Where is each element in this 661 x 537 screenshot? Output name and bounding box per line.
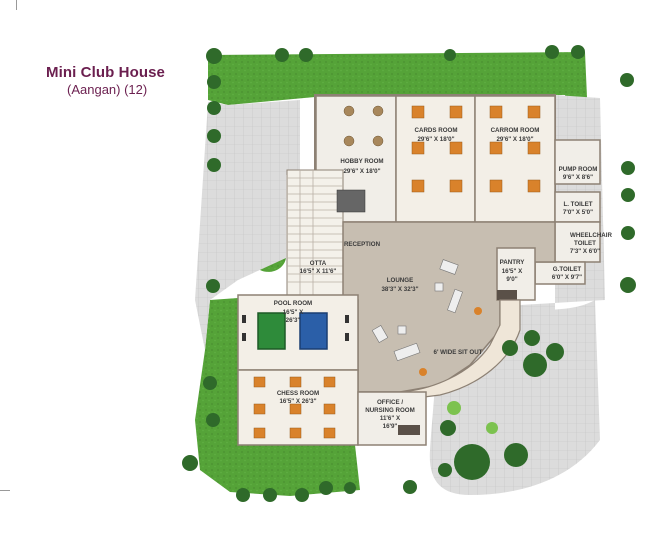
office-label-2: NURSING ROOM xyxy=(365,407,415,414)
otta xyxy=(286,169,344,296)
office-label: OFFICE / xyxy=(377,399,403,406)
plan-subtitle: (Aangan) (12) xyxy=(67,82,148,97)
office-nursing-room xyxy=(357,391,427,446)
plan-title: Mini Club House xyxy=(46,64,165,81)
otta-steps xyxy=(287,170,343,295)
pump-room-size: 9'6" X 8'6" xyxy=(563,174,593,181)
carrom-room-label: CARROM ROOM xyxy=(491,127,540,134)
pantry-label: PANTRY xyxy=(500,259,526,266)
office-size: 11'6" X xyxy=(380,415,401,422)
lounge-table xyxy=(474,307,482,315)
g-toilet-size: 6'0" X 9'7" xyxy=(552,274,582,281)
otta-label: OTTA xyxy=(310,260,327,267)
sit-out xyxy=(357,299,521,401)
pantry-counter xyxy=(497,290,517,300)
pump-room xyxy=(554,139,601,185)
cards-tables xyxy=(411,105,463,193)
cards-room xyxy=(395,95,476,223)
sit-out-label: 6' WIDE SIT OUT xyxy=(434,349,483,356)
hobby-room-size: 29'6" X 18'0" xyxy=(343,168,380,175)
lawn-top xyxy=(208,52,588,120)
wheelchair-toilet-size: 7'3" X 6'0" xyxy=(570,248,600,255)
trees xyxy=(182,45,636,502)
l-toilet-label: L. TOILET xyxy=(563,201,592,208)
paving-left xyxy=(195,100,300,350)
wheelchair-toilet xyxy=(554,221,601,263)
carrom-room xyxy=(474,95,556,223)
lounge-size: 38'3" X 32'3" xyxy=(381,286,418,293)
carrom-room-size: 29'6" X 18'0" xyxy=(496,136,533,143)
pool-room-size-2: 26'3" xyxy=(286,317,301,324)
office-size-2: 16'9" xyxy=(383,423,398,430)
crop-mark-left xyxy=(0,490,10,491)
pool-room-label: POOL ROOM xyxy=(274,300,312,307)
sitout-table xyxy=(419,368,427,376)
wheelchair-toilet-label: WHEELCHAIR xyxy=(570,232,612,239)
g-toilet-label: G.TOILET xyxy=(553,266,582,273)
cards-room-label: CARDS ROOM xyxy=(415,127,458,134)
reception-label: RECEPTION xyxy=(344,241,381,248)
lounge-label: LOUNGE xyxy=(387,277,413,284)
pool-table-green xyxy=(257,312,286,350)
hobby-room-label: HOBBY ROOM xyxy=(340,158,383,165)
wheelchair-toilet-label-2: TOILET xyxy=(574,240,596,247)
pool-table-blue xyxy=(299,312,328,350)
hobby-furniture xyxy=(336,105,384,213)
title-block: Mini Club House (Aangan) (12) xyxy=(46,64,165,97)
office-desk xyxy=(398,425,420,435)
pool-cue-racks xyxy=(242,315,349,341)
crop-mark-top xyxy=(16,0,17,10)
chess-room-size: 16'5" X 26'3" xyxy=(279,398,316,405)
pantry-size-2: 9'0" xyxy=(506,276,517,283)
carrom-tables xyxy=(489,105,541,193)
lounge-furniture xyxy=(371,259,463,362)
l-toilet-size: 7'0" X 5'0" xyxy=(563,209,593,216)
chess-room-label: CHESS ROOM xyxy=(277,390,319,397)
pool-room-size: 16'5" X xyxy=(283,309,304,316)
lawn-bottom-left xyxy=(195,298,360,496)
otta-size: 16'5" X 11'6" xyxy=(300,268,337,275)
pump-room-label: PUMP ROOM xyxy=(559,166,598,173)
pantry-size: 16'5" X xyxy=(502,268,523,275)
shrubs xyxy=(447,401,498,434)
chess-tables xyxy=(253,376,336,439)
cards-room-size: 29'6" X 18'0" xyxy=(417,136,454,143)
